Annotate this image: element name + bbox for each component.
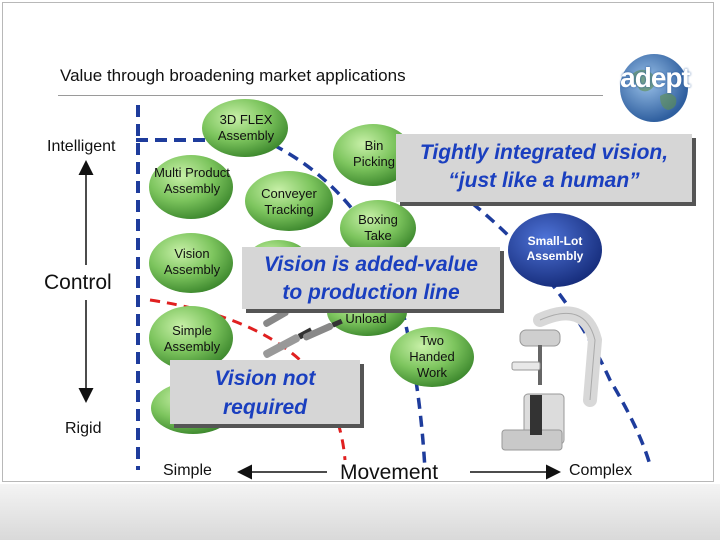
callout-not-required-line1: Vision not xyxy=(214,367,316,390)
callout-tightly-integrated: Tightly integrated vision, “just like a … xyxy=(396,134,692,202)
x-axis-label-simple: Simple xyxy=(163,462,212,479)
adept-logo-globe xyxy=(620,54,688,122)
y-axis-label-rigid: Rigid xyxy=(65,420,102,437)
slide-title: Value through broadening market applicat… xyxy=(60,66,406,85)
bottom-band xyxy=(0,484,720,540)
circle-simple-assembly xyxy=(149,306,233,370)
gripper-illustration-2 xyxy=(263,327,313,359)
y-axis-label-control: Control xyxy=(44,271,112,294)
circle-3d-flex xyxy=(202,99,288,157)
circle-vision-assembly xyxy=(149,233,233,293)
label-simple-assembly: Simple Assembly xyxy=(163,323,221,354)
x-axis-label-complex: Complex xyxy=(569,462,633,479)
scara-robot-illustration xyxy=(501,306,603,451)
title-underline xyxy=(58,95,603,96)
gripper-illustration-3 xyxy=(302,318,343,341)
label-boxing: Boxing Take xyxy=(358,212,398,243)
callout-tightly-line1: Tightly integrated vision, xyxy=(419,141,669,164)
circle-boxing xyxy=(340,200,416,256)
label-unload: Unload xyxy=(345,311,387,326)
label-vision-assembly: Vision Assembly xyxy=(163,246,221,277)
callout-not-required-line2: required xyxy=(222,396,308,419)
label-small-lot: Small-Lot Assembly xyxy=(526,234,584,263)
circle-small-lot xyxy=(508,213,602,287)
label-bin-picking: Bin Picking xyxy=(353,138,395,169)
circle-conveyer xyxy=(245,171,333,231)
label-two-handed: Two Handed Work xyxy=(409,333,455,380)
label-3d-flex: 3D FLEX Assembly xyxy=(217,112,275,143)
circle-two-handed xyxy=(390,327,474,387)
label-conveyer: Conveyer Tracking xyxy=(261,186,317,217)
callout-added-line2: to production line xyxy=(282,281,460,304)
callout-tightly-line2: “just like a human” xyxy=(448,169,640,192)
adept-logo-text: adept xyxy=(620,62,691,93)
boundary-outer-arc xyxy=(456,190,652,466)
circle-bin-picking xyxy=(333,124,413,186)
y-axis-label-intelligent: Intelligent xyxy=(47,138,116,155)
label-multi-product: Multi Product Assembly xyxy=(154,165,230,196)
callout-added-value: Vision is added-value to production line xyxy=(242,247,500,309)
x-axis-label-movement: Movement xyxy=(340,461,439,484)
callout-added-line1: Vision is added-value xyxy=(264,253,478,276)
callout-not-required: Vision not required xyxy=(170,360,360,424)
circle-multi-product xyxy=(149,155,233,219)
